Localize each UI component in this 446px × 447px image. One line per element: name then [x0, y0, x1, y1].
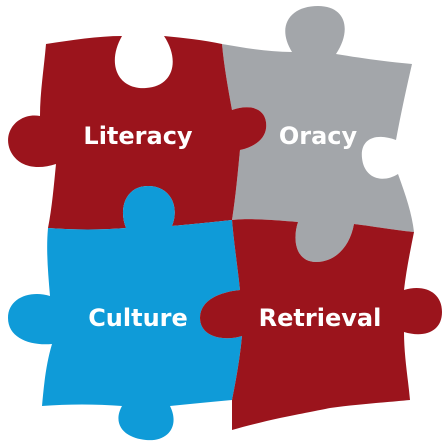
retrieval-puzzle-piece — [200, 219, 442, 430]
oracy-puzzle-piece — [222, 6, 414, 262]
culture-puzzle-piece — [8, 186, 242, 441]
culture-label: Culture — [88, 304, 188, 332]
retrieval-label: Retrieval — [259, 304, 382, 332]
oracy-label: Oracy — [279, 122, 358, 150]
literacy-puzzle-piece — [8, 36, 267, 230]
literacy-label: Literacy — [83, 122, 193, 150]
